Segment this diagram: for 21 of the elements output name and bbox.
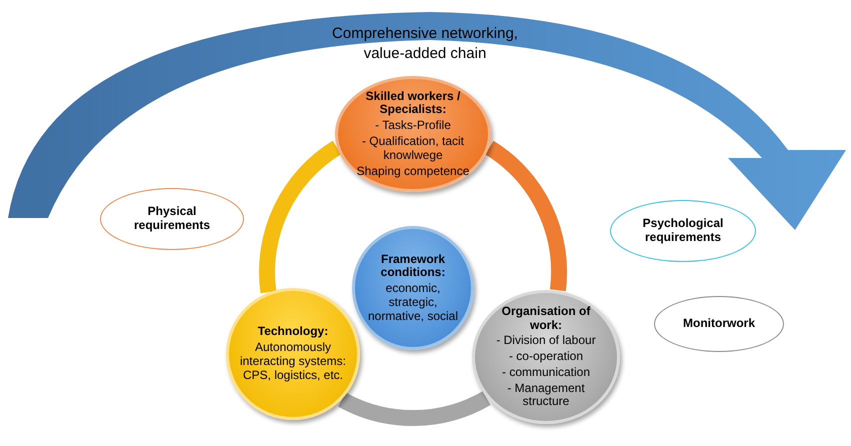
node-text: - Management structure (506, 382, 586, 410)
node-text: - Division of labour (496, 334, 596, 348)
node-heading: Psychological requirements (642, 217, 724, 245)
ring-connector (259, 140, 342, 293)
node-text: - communication (502, 366, 590, 380)
node-heading: Monitorwork (683, 317, 755, 331)
node-heading: Framework conditions: (380, 252, 446, 280)
caption-text: Comprehensive networking, value-added chain (331, 24, 519, 63)
node-text: economic, strategic, normative, social (366, 282, 460, 324)
node-heading: Physical requirements (132, 205, 212, 233)
node-text: - Qualification, tacit knowlwege (360, 135, 466, 163)
ellipse-node (352, 226, 474, 350)
node-text: Shaping competence (356, 164, 470, 178)
node-heading: Organisation of work: (500, 304, 592, 332)
node-text: - co-operation (508, 350, 584, 364)
node-heading: Skilled workers / Specialists: (364, 90, 462, 118)
ring-connector (484, 141, 567, 291)
node-heading: Technology: (258, 325, 328, 340)
ring-connector (338, 390, 490, 426)
node-text: Autonomously interacting systems: CPS, logistics, etc. (239, 341, 347, 383)
node-text: - Tasks-Profile (375, 119, 451, 133)
